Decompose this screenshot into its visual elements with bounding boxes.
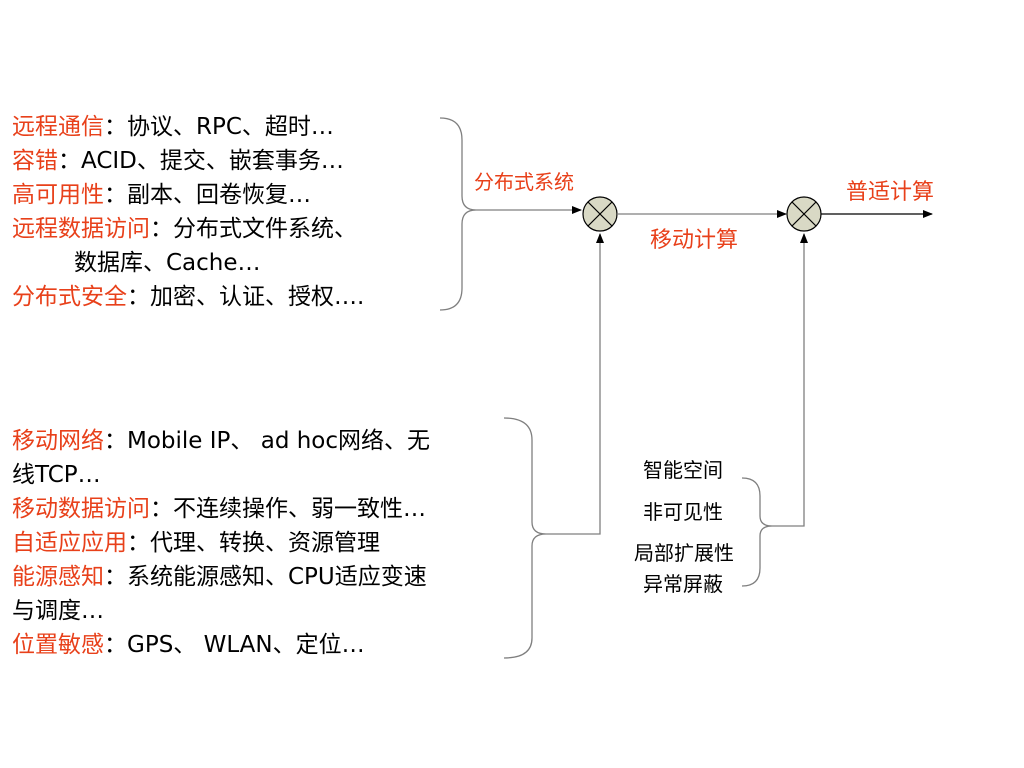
distributed-item-continuation: 数据库、Cache… (74, 250, 261, 276)
mobile-features-list: 移动网络：Mobile IP、 ad hoc网络、无 线TCP… 移动数据访问：… (12, 424, 430, 662)
distributed-item: 高可用性：副本、回卷恢复… (12, 182, 311, 208)
distributed-item: 远程数据访问：分布式文件系统、 (12, 216, 357, 242)
distributed-features-list: 远程通信：协议、RPC、超时… 容错：ACID、提交、嵌套事务… 高可用性：副本… (12, 110, 364, 314)
mobile-brace (503, 417, 547, 659)
feature-invisibility: 非可见性 (643, 500, 723, 524)
mobile-item: 自适应应用：代理、转换、资源管理 (12, 530, 380, 556)
junction-2-circle-cross-icon (786, 196, 822, 232)
mobile-to-junction-line (546, 233, 604, 535)
junction-1-circle-cross-icon (582, 196, 618, 232)
mobile-item: 能源感知：系统能源感知、CPU适应变速 (12, 564, 427, 590)
feature-exception-masking: 异常屏蔽 (643, 572, 723, 596)
distributed-item: 远程通信：协议、RPC、超时… (12, 114, 334, 140)
distributed-item: 容错：ACID、提交、嵌套事务… (12, 148, 344, 174)
distributed-systems-label: 分布式系统 (474, 170, 574, 194)
feature-local-scalability: 局部扩展性 (634, 541, 734, 565)
features-brace (741, 477, 773, 587)
mobile-item: 位置敏感：GPS、 WLAN、定位… (12, 632, 365, 658)
mobile-item: 移动数据访问：不连续操作、弱一致性… (12, 496, 426, 522)
feature-smart-space: 智能空间 (643, 458, 723, 482)
distributed-brace (439, 117, 477, 311)
distributed-item: 分布式安全：加密、认证、授权…. (12, 284, 365, 310)
mobile-computing-label: 移动计算 (650, 228, 739, 253)
pervasive-computing-label: 普适计算 (846, 180, 935, 205)
mobile-item: 移动网络：Mobile IP、 ad hoc网络、无 (12, 428, 431, 454)
features-to-junction-line (772, 233, 808, 527)
mobile-item-continuation: 与调度… (12, 598, 104, 624)
mobile-item-continuation: 线TCP… (12, 462, 101, 488)
